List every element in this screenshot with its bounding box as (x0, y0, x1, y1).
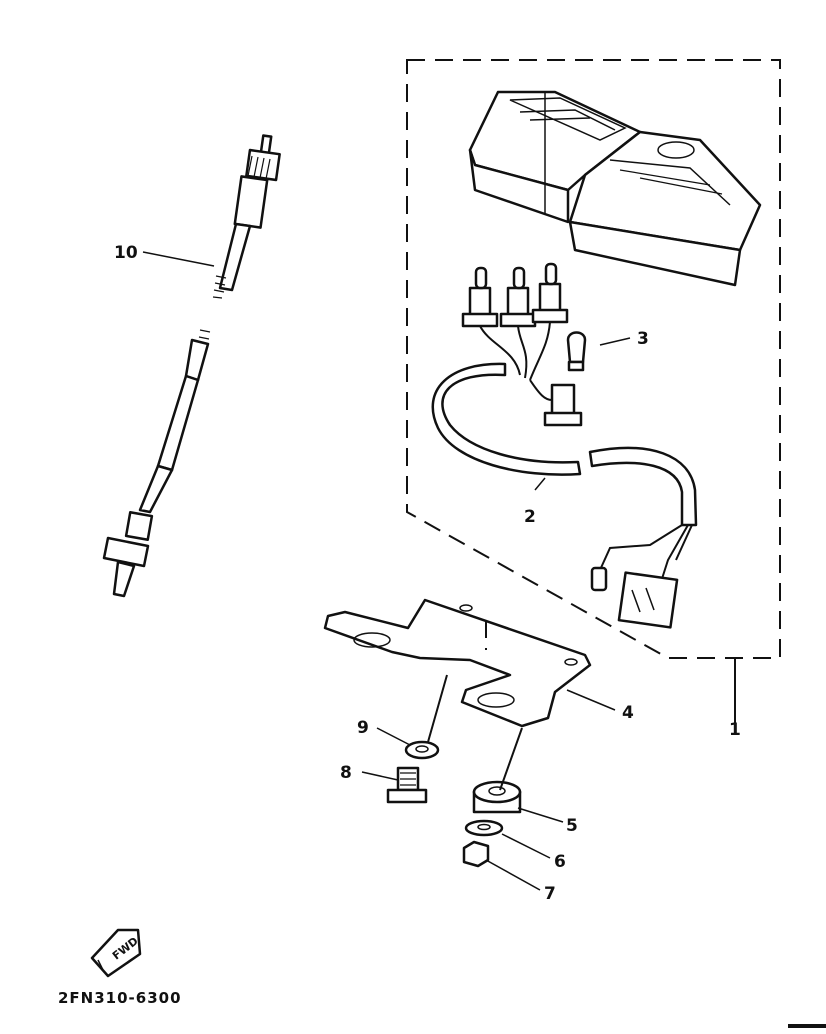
fwd-arrow-icon: FWD (90, 928, 142, 978)
meter-bracket (323, 598, 592, 728)
callout-6: 6 (554, 852, 566, 872)
callout-3: 3 (637, 329, 649, 349)
callout-2: 2 (524, 507, 536, 527)
assembly-guides (427, 674, 523, 791)
meter-housing (468, 90, 762, 287)
bulb-socket (531, 262, 569, 324)
leader-lines (142, 251, 736, 891)
callout-5: 5 (566, 816, 578, 836)
callout-7: 7 (544, 884, 556, 904)
callouts: 1 2 3 4 5 6 7 8 9 10 (114, 243, 741, 904)
bulb-socket (499, 266, 537, 328)
callout-4: 4 (622, 703, 634, 723)
washer-9 (404, 740, 440, 760)
bulb-socket (461, 266, 499, 328)
washer-6 (464, 819, 504, 837)
wire-harness (431, 262, 698, 629)
damper-5 (472, 780, 522, 814)
nut-7 (462, 840, 490, 868)
callout-10: 10 (114, 243, 138, 263)
bolt-8 (386, 766, 428, 804)
indicator-bulb (566, 331, 587, 372)
callout-1: 1 (729, 720, 741, 740)
diagram-code: 2FN310-6300 (58, 989, 182, 1007)
callout-8: 8 (340, 763, 352, 783)
speedometer-cable (102, 134, 281, 598)
bulb-socket (543, 383, 583, 427)
assembly-boundary (406, 59, 781, 659)
callout-9: 9 (357, 718, 369, 738)
corner-mark (788, 1024, 826, 1028)
